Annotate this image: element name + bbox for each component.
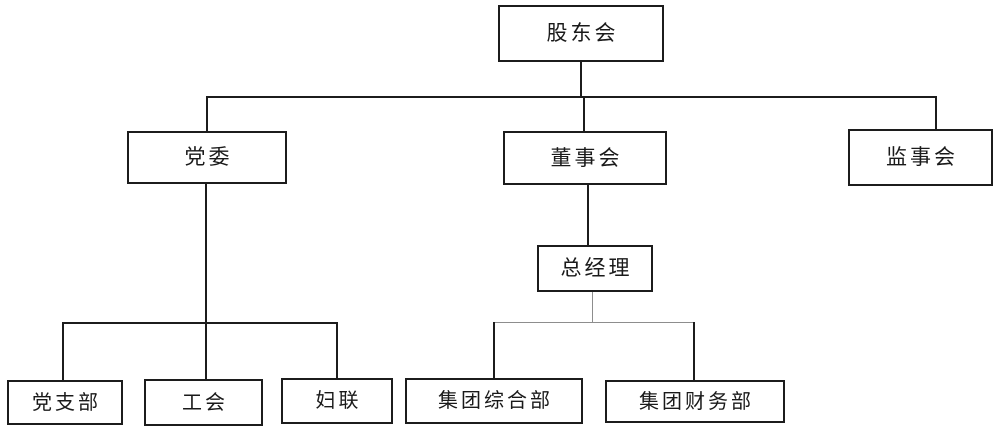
node-label-party-committee: 党委 xyxy=(184,145,233,169)
connector-drop-womens-federation xyxy=(336,322,338,379)
node-label-supervisory-board: 监事会 xyxy=(886,145,958,169)
node-label-womens-federation: 妇联 xyxy=(315,390,362,412)
node-label-general-manager: 总经理 xyxy=(560,256,633,280)
connector-drop-labor-union xyxy=(205,322,207,380)
connector-drop-board-of-directors xyxy=(583,96,585,131)
node-shareholders-meeting: 股东会 xyxy=(498,5,664,62)
node-label-group-finance-dept: 集团财务部 xyxy=(639,390,754,413)
node-label-board-of-directors: 董事会 xyxy=(550,145,623,170)
connector-drop-supervisory-board xyxy=(935,96,937,130)
node-womens-federation: 妇联 xyxy=(281,378,393,424)
node-labor-union: 工会 xyxy=(144,379,263,426)
connector-board-to-gm xyxy=(587,185,589,245)
connector-gm-stem xyxy=(592,292,593,323)
node-group-general-dept: 集团综合部 xyxy=(405,378,583,424)
node-label-labor-union: 工会 xyxy=(182,391,228,414)
node-board-of-directors: 董事会 xyxy=(503,131,667,185)
connector-gm-horizontal xyxy=(494,322,695,323)
node-group-finance-dept: 集团财务部 xyxy=(605,380,785,423)
node-supervisory-board: 监事会 xyxy=(848,129,993,186)
connector-shareholders-stem xyxy=(580,62,582,97)
connector-drop-group-finance-dept xyxy=(693,322,695,381)
node-label-shareholders: 股东会 xyxy=(546,21,619,45)
node-party-committee: 党委 xyxy=(127,131,287,184)
connector-drop-group-general-dept xyxy=(493,322,495,379)
node-party-branch: 党支部 xyxy=(7,380,123,425)
connector-drop-party-branch xyxy=(62,322,64,380)
connector-level1-horizontal xyxy=(206,96,937,98)
node-general-manager: 总经理 xyxy=(537,245,653,292)
connector-party-committee-stem xyxy=(205,184,207,324)
connector-party-horizontal xyxy=(62,322,338,324)
node-label-party-branch: 党支部 xyxy=(32,391,101,414)
connector-drop-party-committee xyxy=(206,96,208,131)
node-label-group-general-dept: 集团综合部 xyxy=(438,390,553,412)
